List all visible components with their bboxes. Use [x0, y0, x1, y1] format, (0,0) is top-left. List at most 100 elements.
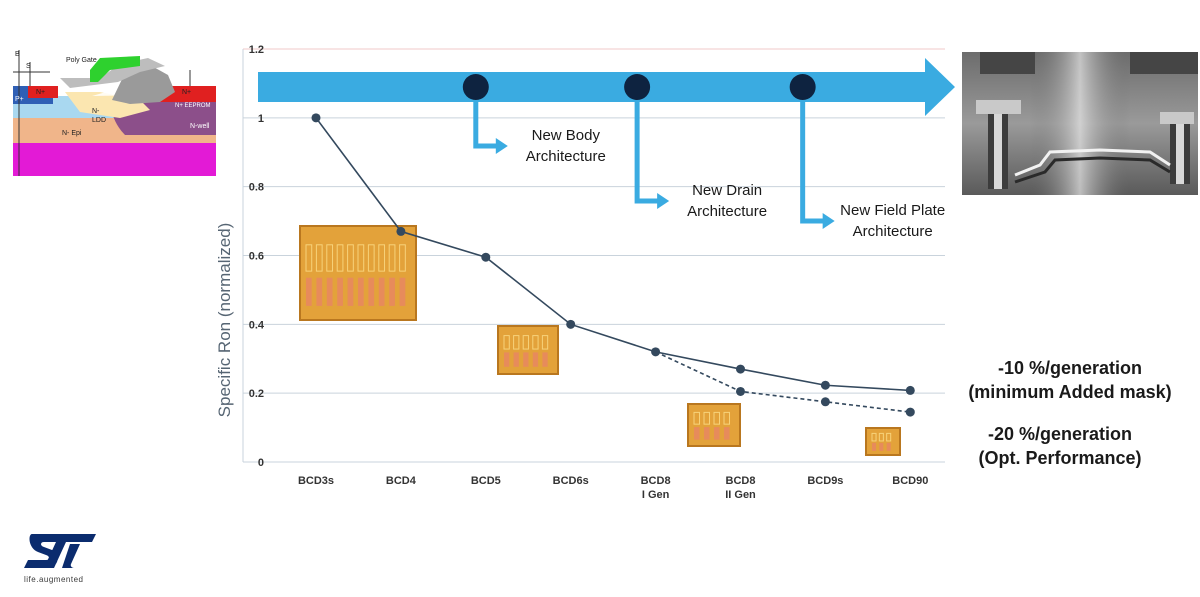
timeline-arrow: [258, 58, 955, 116]
y-axis-title: Specific Ron (normalized): [215, 223, 234, 418]
st-logo: [24, 534, 96, 568]
die-cell-top: [886, 432, 892, 442]
die-cell-bottom: [532, 352, 539, 367]
annotation-10-percent: -10 %/generation (minimum Added mask): [950, 356, 1190, 404]
die-cell-bottom: [378, 277, 385, 306]
die-cell-top: [723, 411, 730, 425]
x-tick-label-5-sub: II Gen: [725, 489, 756, 501]
cs-label-eeprom: N+ EEPROM: [175, 103, 211, 109]
series-0-point-1: [396, 226, 406, 236]
die-cell-top: [871, 432, 877, 442]
series-0-point-2: [481, 252, 491, 262]
die-cell-bottom: [872, 442, 877, 451]
die-cell-top: [693, 411, 700, 425]
die-cell-top: [532, 335, 539, 350]
annotation-20-line2: (Opt. Performance): [978, 448, 1142, 468]
die-photo-pattern-3: [871, 432, 892, 451]
series-0-point-5: [736, 364, 745, 374]
die-photos: [299, 225, 901, 456]
cs-label-n-minus: N-: [92, 108, 100, 115]
milestone-label-0-line1: New Body: [532, 127, 601, 144]
milestone-node-0: [462, 74, 489, 100]
x-tick-label-7: BCD90: [892, 475, 928, 487]
cs-label-n-plus-right: N+: [182, 89, 191, 96]
milestone-arrowhead-2: [822, 213, 835, 229]
y-tick-label-1: 0.2: [249, 388, 264, 400]
milestone-connector-1: [634, 87, 660, 204]
series-layer: [311, 113, 915, 417]
x-tick-label-1: BCD4: [386, 475, 417, 487]
die-cell-bottom: [399, 277, 406, 306]
cs-label-poly-gate: Poly Gate: [66, 57, 97, 64]
milestone-label-2-line2: Architecture: [853, 223, 933, 240]
die-cell-bottom: [886, 442, 891, 451]
series-0-point-3: [566, 319, 576, 329]
milestone-label-1-line1: New Drain: [692, 182, 762, 199]
die-cell-bottom: [504, 352, 510, 367]
y-tick-label-6: 1.2: [249, 44, 264, 56]
die-cell-bottom: [306, 277, 312, 306]
x-tick-label-4: BCD8: [641, 475, 671, 487]
milestone-arrowhead-1: [657, 193, 670, 209]
milestone-node-2: [789, 74, 816, 100]
die-photo-pattern-1: [503, 335, 549, 367]
die-cell-bottom: [316, 277, 323, 306]
series-line-0: [315, 117, 911, 392]
milestone-label-1-line2: Architecture: [687, 203, 767, 220]
milestone-arrowhead-0: [495, 138, 508, 154]
die-cell-bottom: [368, 277, 375, 306]
die-photo-pattern-0: [305, 244, 406, 306]
series-1-point-6: [820, 397, 830, 407]
die-cell-top: [541, 335, 549, 350]
die-photo-pattern-2: [693, 411, 730, 440]
device-cross-section: Poly Gate B S P+ N+ N+ N- LDD N+ EEPROM …: [13, 50, 216, 176]
x-tick-label-4-sub: I Gen: [642, 489, 670, 501]
cs-label-s: S: [26, 63, 31, 70]
die-cell-bottom: [694, 427, 700, 440]
die-cell-top: [703, 411, 710, 425]
die-cell-top: [357, 244, 365, 272]
y-tick-label-0: 0: [258, 457, 264, 469]
die-cell-top: [399, 244, 406, 272]
milestone-connector-0: [473, 87, 498, 149]
x-tick-label-2: BCD5: [471, 475, 501, 487]
die-cell-top: [336, 244, 344, 272]
y-tick-label-5: 1: [258, 113, 264, 125]
series-0-point-6: [820, 380, 830, 390]
x-tick-label-5: BCD8: [726, 475, 756, 487]
die-cell-top: [326, 244, 334, 272]
y-tick-label-3: 0.6: [249, 251, 264, 263]
milestone-node-1: [624, 74, 651, 100]
cs-label-b: B: [15, 51, 20, 58]
annotation-20-line1: -20 %/generation: [987, 424, 1133, 444]
die-cell-bottom: [513, 352, 519, 367]
cs-label-p-plus: P+: [15, 96, 24, 103]
x-tick-label-6: BCD9s: [807, 475, 843, 487]
series-1-point-5: [736, 386, 745, 396]
cs-label-n-epi: N- Epi: [62, 130, 82, 137]
series-0-point-0: [311, 113, 321, 123]
milestone-label-2-line1: New Field Plate: [840, 202, 945, 219]
die-cell-bottom: [542, 352, 548, 367]
die-cell-bottom: [724, 427, 730, 440]
die-cell-bottom: [347, 277, 354, 306]
series-0-point-7: [905, 385, 915, 395]
die-cell-bottom: [389, 277, 395, 306]
die-cell-top: [347, 244, 354, 272]
x-tick-label-0: BCD3s: [298, 475, 334, 487]
die-cell-bottom: [714, 427, 720, 440]
die-cell-top: [367, 244, 375, 272]
die-cell-top: [878, 432, 884, 442]
milestone-label-0-line2: Architecture: [526, 148, 606, 165]
die-cell-bottom: [704, 427, 710, 440]
annotation-10-line2: (minimum Added mask): [968, 382, 1172, 402]
die-cell-bottom: [326, 277, 333, 306]
series-1-point-7: [905, 407, 915, 417]
cs-label-n-plus-left: N+: [36, 89, 45, 96]
sem-image: [962, 52, 1198, 195]
die-cell-top: [503, 335, 510, 350]
y-tick-label-2: 0.4: [249, 319, 265, 331]
brand-tagline: life.augmented: [24, 575, 84, 584]
